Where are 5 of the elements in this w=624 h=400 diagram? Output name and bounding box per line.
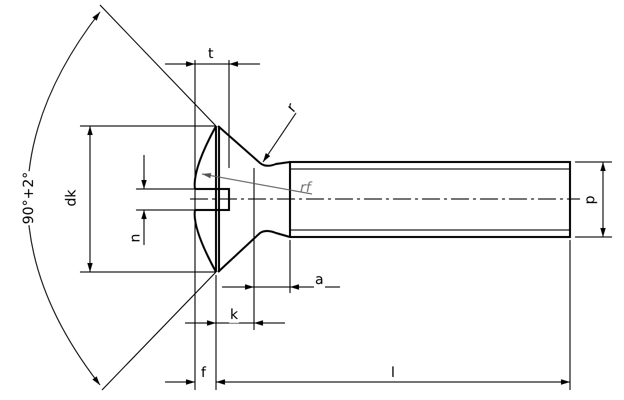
dimension-label: k: [229, 307, 240, 323]
dimension-label: r: [283, 100, 301, 116]
leader-line: [202, 172, 312, 194]
leader-line: [262, 112, 296, 162]
dimension-label: rf: [299, 180, 312, 196]
